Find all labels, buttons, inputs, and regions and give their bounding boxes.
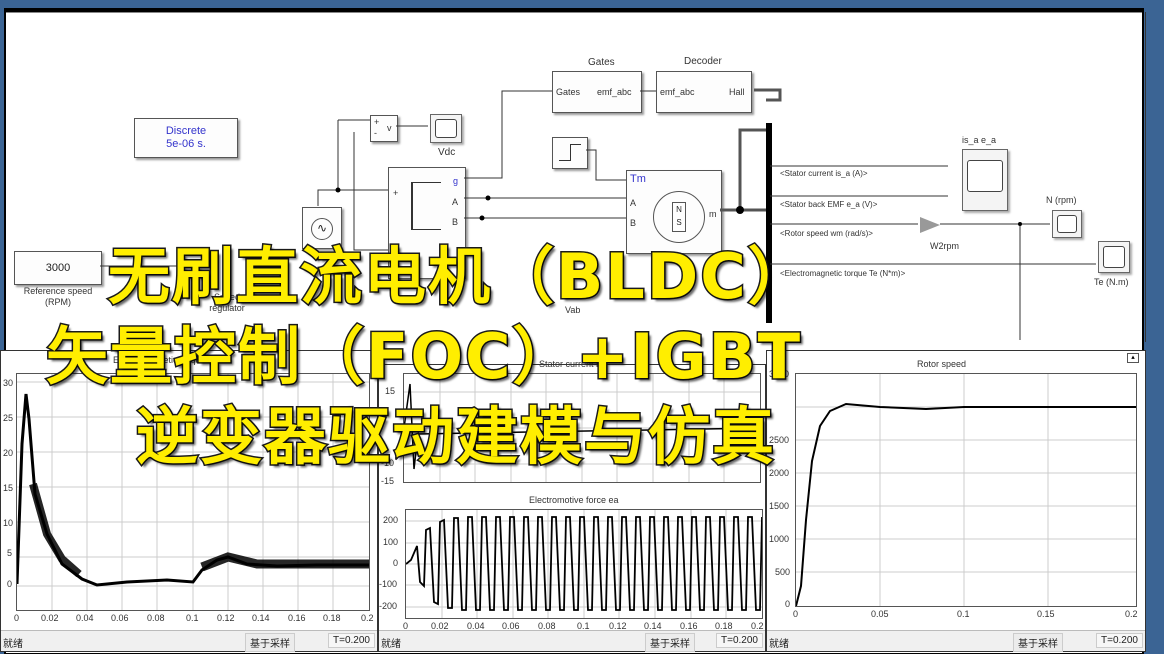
inverter-g-port: g (453, 176, 459, 186)
speed-scope[interactable] (1052, 210, 1082, 238)
igbt-inverter-block[interactable]: g A B + (388, 167, 466, 279)
status-bar: 就绪 基于采样 T=0.200 (767, 630, 1145, 652)
magnet-s: S (676, 218, 682, 227)
canvas-border (1145, 12, 1146, 342)
powergui-line1: Discrete (165, 125, 207, 137)
vdc-scope[interactable] (430, 114, 462, 143)
bus-signal-rotor-speed: <Rotor speed wm (rad/s)> (780, 229, 873, 238)
gates-in-port: Gates (556, 87, 581, 97)
bldc-motor-block[interactable]: Tm A B m N S (626, 170, 722, 254)
inverter-plus-port: + (393, 188, 399, 198)
undock-icon[interactable]: ▴ (1127, 353, 1139, 363)
step-icon (559, 144, 571, 161)
bus-signal-stator-current: <Stator current is_a (A)> (780, 169, 868, 178)
scope-screen-icon (1103, 246, 1125, 268)
speed-plot-area[interactable] (795, 373, 1137, 607)
bus-selector[interactable] (766, 123, 772, 323)
status-bar: 就绪 基于采样 T=0.200 (1, 630, 377, 652)
speed-plot (796, 374, 1136, 606)
bus-signal-torque: <Electromagnetic torque Te (N*m)> (780, 269, 906, 278)
vdc-label: Vdc (438, 147, 456, 158)
status-ready: 就绪 (3, 639, 23, 650)
inverter-b-port: B (452, 217, 459, 227)
gain-block[interactable] (920, 217, 940, 233)
scope-screen-icon (1057, 215, 1077, 233)
reference-speed-label: Reference speed (RPM) (23, 286, 93, 307)
gates-out-port: emf_abc (597, 87, 632, 97)
emf-plot-area[interactable] (405, 509, 763, 619)
dc-voltage-source[interactable]: ∿ (302, 207, 342, 249)
magnet-n: N (676, 205, 682, 214)
status-ready: 就绪 (769, 639, 789, 650)
status-ready: 就绪 (381, 639, 401, 650)
status-mode: 基于采样 (1013, 633, 1063, 652)
status-time: T=0.200 (716, 633, 763, 648)
speed-plot-title: Rotor speed (917, 359, 967, 369)
status-mode: 基于采样 (645, 633, 695, 652)
motor-b-port: B (630, 218, 637, 228)
powergui-block[interactable]: Discrete 5e-06 s. (134, 118, 238, 158)
scope-screen-icon (967, 160, 1003, 192)
isa-ea-scope[interactable] (962, 149, 1008, 211)
powergui-line2: 5e-06 s. (166, 138, 206, 150)
status-bar: 就绪 基于采样 T=0.200 (379, 630, 765, 652)
reference-speed-value: 3000 (45, 262, 71, 274)
vab-label: Vab (565, 305, 581, 315)
scope-screen-icon (435, 119, 457, 138)
torque-plot-area[interactable] (16, 373, 370, 611)
voltage-measurement-block[interactable]: + - v (370, 115, 398, 142)
decoder-out-port: Hall (729, 87, 745, 97)
current-plot-title: Stator current ia (539, 359, 604, 369)
voltmeter-plus: + (374, 117, 380, 127)
torque-plot-title: Electromagnetic torque (113, 355, 206, 365)
status-time: T=0.200 (328, 633, 375, 648)
decoder-in-port: emf_abc (660, 87, 695, 97)
motor-m-port: m (709, 209, 717, 219)
decoder-title: Decoder (684, 56, 722, 67)
torque-scope[interactable] (1098, 241, 1130, 273)
gain-label: W2rpm (930, 241, 959, 251)
status-time: T=0.200 (1096, 633, 1143, 648)
voltmeter-out: v (387, 123, 392, 133)
status-mode: 基于采样 (245, 633, 295, 652)
emf-plot (406, 510, 762, 618)
motor-icon: N S (653, 191, 705, 243)
bus-signal-back-emf: <Stator back EMF e_a (V)> (780, 200, 878, 209)
reference-speed-block[interactable]: 3000 (14, 251, 102, 285)
gates-block[interactable]: Gates emf_abc (552, 71, 642, 113)
gates-title: Gates (588, 57, 615, 68)
scope-window-current-emf[interactable]: Stator current ia 15-10-15 Electromotive… (378, 359, 766, 652)
emf-plot-title: Electromotive force ea (529, 495, 619, 505)
igbt-icon (411, 182, 441, 230)
current-plot-area[interactable] (403, 373, 761, 483)
motor-tm-port: Tm (630, 173, 646, 185)
speed-regulator-label: Speed regulator (209, 292, 245, 313)
current-plot (404, 374, 760, 482)
step-block[interactable] (552, 137, 588, 169)
torque-plot (17, 374, 369, 610)
ac-source-icon: ∿ (311, 218, 333, 240)
speed-scope-label: N (rpm) (1046, 195, 1077, 205)
inverter-a-port: A (452, 197, 459, 207)
decoder-block[interactable]: emf_abc Hall (656, 71, 752, 113)
motor-a-port: A (630, 198, 637, 208)
torque-scope-label: Te (N.m) (1094, 277, 1129, 287)
isa-ea-scope-label: is_a e_a (962, 135, 997, 145)
voltmeter-minus: - (374, 128, 377, 138)
